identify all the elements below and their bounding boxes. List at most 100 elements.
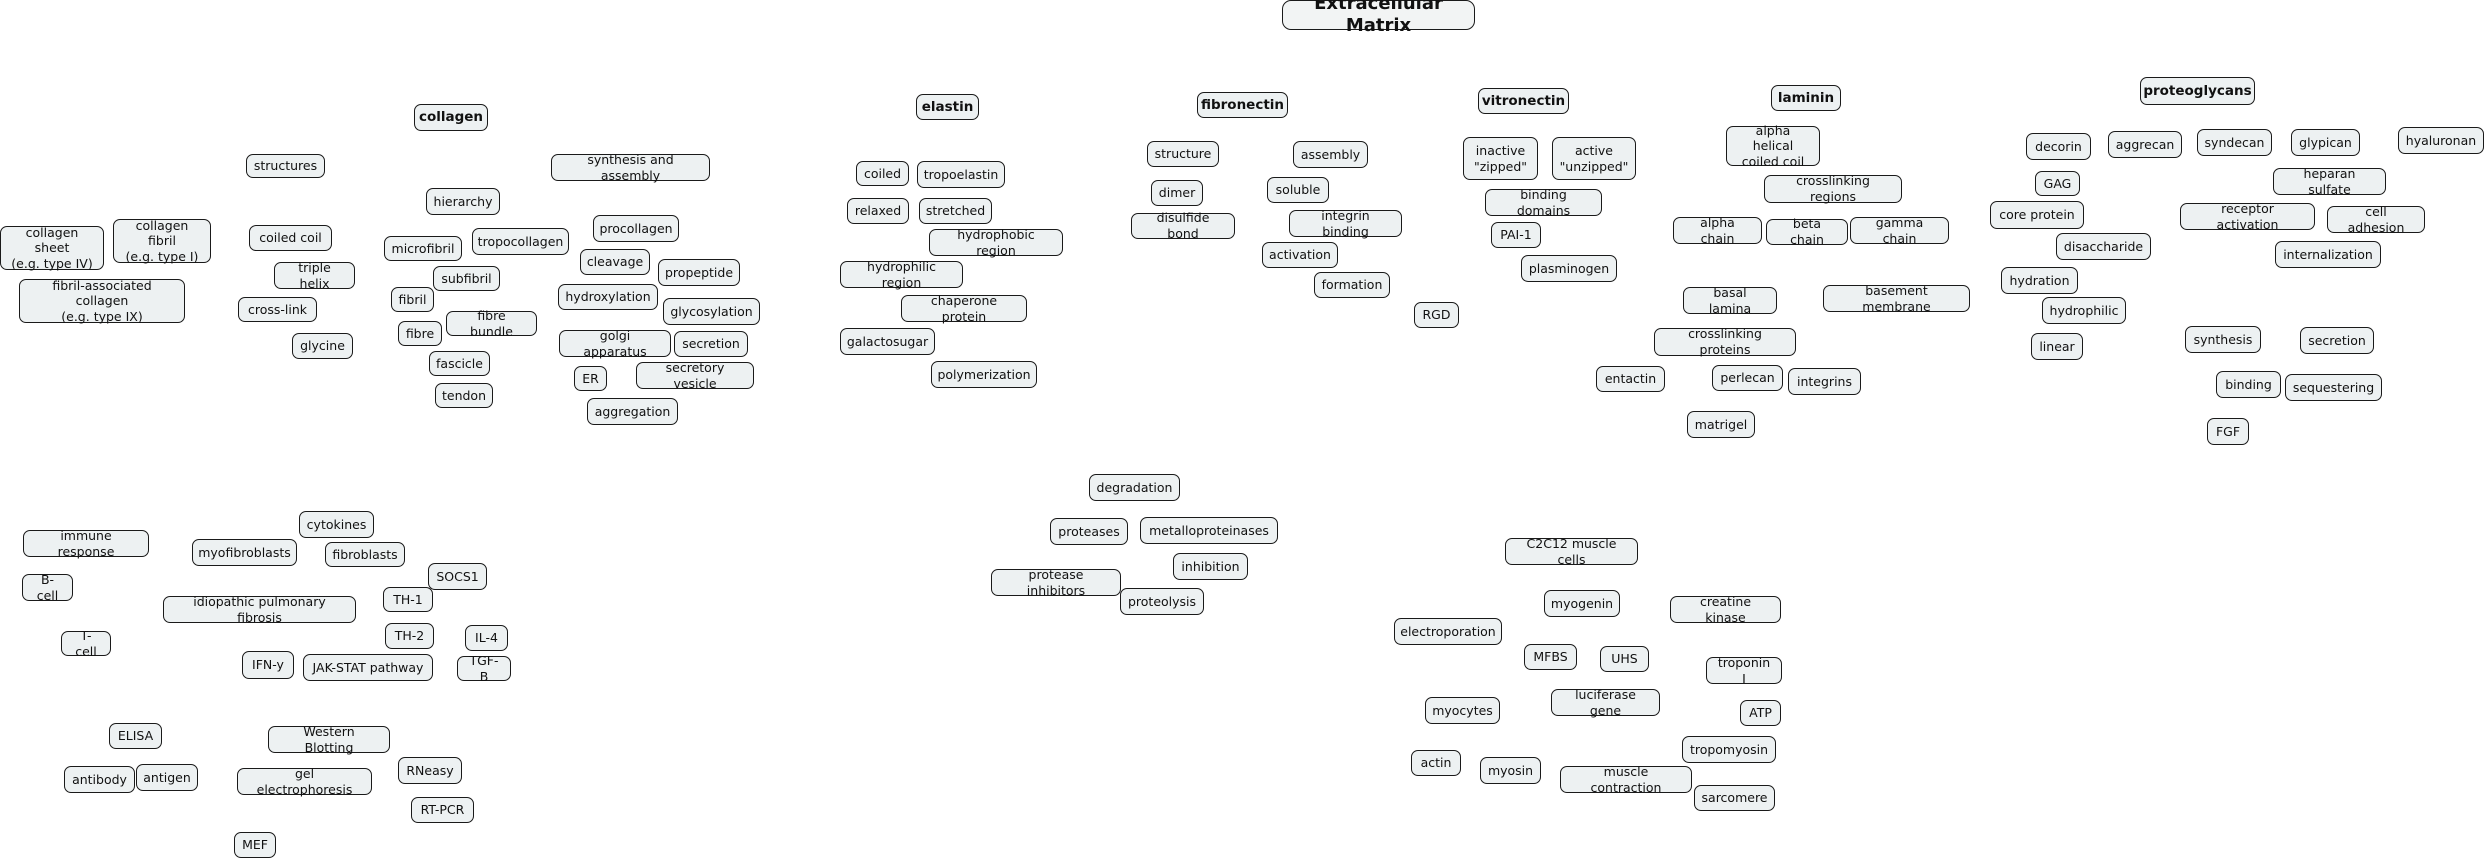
node-rgd[interactable]: RGD (1414, 302, 1459, 328)
node-hydrophilic[interactable]: hydrophilic (2042, 297, 2126, 324)
node-secretion-collagen[interactable]: secretion (674, 331, 748, 357)
node-stretched[interactable]: stretched (919, 198, 992, 224)
node-chaperone-protein[interactable]: chaperone protein (901, 293, 1027, 324)
node-fgf[interactable]: FGF (2207, 418, 2249, 445)
node-entactin[interactable]: entactin (1596, 366, 1665, 392)
node-glycine[interactable]: glycine (292, 333, 353, 359)
node-troponin-i[interactable]: troponin I (1706, 655, 1782, 686)
node-structures[interactable]: structures (246, 154, 325, 178)
node-disaccharide[interactable]: disaccharide (2056, 233, 2151, 260)
node-beta-chain[interactable]: beta chain (1766, 216, 1848, 247)
node-collagen-sheet[interactable]: collagen sheet (e.g. type IV) (0, 225, 104, 271)
node-er[interactable]: ER (574, 366, 607, 391)
node-core-protein[interactable]: core protein (1990, 201, 2084, 229)
node-microfibril[interactable]: microfibril (384, 236, 462, 261)
node-protease-inhibitors[interactable]: protease inhibitors (991, 567, 1121, 598)
node-plasminogen[interactable]: plasminogen (1521, 255, 1617, 282)
node-hierarchy[interactable]: hierarchy (426, 188, 500, 215)
node-gamma-chain[interactable]: gamma chain (1850, 215, 1949, 246)
node-glypican[interactable]: glypican (2291, 129, 2360, 156)
node-synthesis-and-assembly[interactable]: synthesis and assembly (551, 152, 710, 183)
node-integrin-binding[interactable]: integrin binding (1289, 208, 1402, 239)
node-crosslinking-proteins[interactable]: crosslinking proteins (1654, 326, 1796, 357)
node-activation[interactable]: activation (1262, 242, 1338, 268)
node-mef[interactable]: MEF (234, 832, 276, 858)
node-il-4[interactable]: IL-4 (465, 625, 508, 651)
node-integrins[interactable]: integrins (1788, 368, 1861, 395)
node-receptor-activation[interactable]: receptor activation (2180, 201, 2315, 232)
node-idiopathic-pulmonary-fibrosis[interactable]: idiopathic pulmonary fibrosis (163, 594, 356, 625)
node-inhibition[interactable]: inhibition (1173, 553, 1248, 580)
node-uhs[interactable]: UHS (1600, 646, 1649, 672)
node-jak-stat-pathway[interactable]: JAK-STAT pathway (303, 654, 433, 681)
node-cytokines[interactable]: cytokines (299, 511, 374, 538)
node-fibronectin[interactable]: fibronectin (1197, 92, 1288, 118)
node-triple-helix[interactable]: triple helix (274, 260, 355, 291)
node-structure[interactable]: structure (1147, 141, 1219, 167)
node-collagen[interactable]: collagen (414, 104, 488, 131)
node-alpha-helical-coiled-coil[interactable]: alpha helical coiled coil (1726, 123, 1820, 169)
node-vitronectin[interactable]: vitronectin (1478, 88, 1569, 114)
node-electroporation[interactable]: electroporation (1394, 618, 1502, 645)
node-glycosylation[interactable]: glycosylation (663, 298, 760, 325)
node-propeptide[interactable]: propeptide (658, 259, 740, 286)
node-hydroxylation[interactable]: hydroxylation (558, 284, 658, 310)
node-socs1[interactable]: SOCS1 (428, 563, 487, 590)
node-th-2[interactable]: TH-2 (385, 623, 434, 649)
node-gel-electrophoresis[interactable]: gel electrophoresis (237, 766, 372, 797)
node-inactive-zipped[interactable]: inactive "zipped" (1463, 137, 1538, 180)
node-formation[interactable]: formation (1314, 272, 1390, 298)
node-alpha-chain[interactable]: alpha chain (1673, 215, 1762, 246)
node-cleavage[interactable]: cleavage (580, 249, 650, 275)
node-sarcomere[interactable]: sarcomere (1694, 785, 1775, 811)
node-atp[interactable]: ATP (1740, 700, 1781, 726)
node-myogenin[interactable]: myogenin (1544, 590, 1620, 617)
node-hydrophobic-region[interactable]: hydrophobic region (929, 227, 1063, 258)
node-tgf-b[interactable]: TGF-B (457, 653, 511, 684)
node-western-blotting[interactable]: Western Blotting (268, 724, 390, 755)
node-binding-domains[interactable]: binding domains (1485, 187, 1602, 218)
node-mfbs[interactable]: MFBS (1524, 644, 1577, 670)
node-galactosugar[interactable]: galactosugar (840, 328, 935, 355)
node-luciferase-gene[interactable]: luciferase gene (1551, 687, 1660, 718)
node-tropoelastin[interactable]: tropoelastin (917, 161, 1005, 188)
node-collagen-fibril[interactable]: collagen fibril (e.g. type I) (113, 218, 211, 264)
node-procollagen[interactable]: procollagen (593, 215, 679, 242)
node-fibre-bundle[interactable]: fibre bundle (446, 308, 537, 339)
map-title[interactable]: Extracellular Matrix (1282, 0, 1475, 36)
node-crosslinking-regions[interactable]: crosslinking regions (1764, 173, 1902, 204)
node-proteoglycans[interactable]: proteoglycans (2140, 77, 2255, 105)
node-binding[interactable]: binding (2216, 371, 2281, 398)
node-internalization[interactable]: internalization (2275, 241, 2381, 268)
node-antibody[interactable]: antibody (64, 766, 135, 793)
node-aggregation[interactable]: aggregation (587, 398, 678, 425)
node-assembly[interactable]: assembly (1293, 141, 1368, 168)
node-pai-1[interactable]: PAI-1 (1491, 222, 1541, 248)
node-myosin[interactable]: myosin (1480, 757, 1541, 784)
node-degradation[interactable]: degradation (1089, 474, 1180, 501)
node-aggrecan[interactable]: aggrecan (2108, 131, 2182, 158)
node-myocytes[interactable]: myocytes (1425, 697, 1500, 724)
node-relaxed[interactable]: relaxed (847, 198, 909, 224)
node-golgi-apparatus[interactable]: golgi apparatus (559, 328, 671, 359)
node-sequestering[interactable]: sequestering (2285, 374, 2382, 401)
node-disulfide-bond[interactable]: disulfide bond (1131, 210, 1235, 241)
node-proteases[interactable]: proteases (1050, 518, 1128, 545)
node-subfibril[interactable]: subfibril (433, 266, 500, 291)
node-muscle-contraction[interactable]: muscle contraction (1560, 764, 1692, 795)
node-basement-membrane[interactable]: basement membrane (1823, 283, 1970, 314)
node-fibroblasts[interactable]: fibroblasts (325, 542, 405, 567)
node-heparan-sulfate[interactable]: heparan sulfate (2273, 166, 2386, 197)
node-linear[interactable]: linear (2031, 333, 2083, 360)
node-laminin[interactable]: laminin (1771, 85, 1841, 111)
node-perlecan[interactable]: perlecan (1712, 365, 1783, 391)
node-active-unzipped[interactable]: active "unzipped" (1552, 137, 1636, 180)
node-immune-response[interactable]: immune response (23, 528, 149, 559)
node-soluble[interactable]: soluble (1267, 177, 1329, 203)
node-b-cell[interactable]: B-cell (22, 572, 73, 603)
node-myofibroblasts[interactable]: myofibroblasts (192, 539, 297, 566)
node-creatine-kinase[interactable]: creatine kinase (1670, 594, 1781, 625)
node-coiled-coil[interactable]: coiled coil (249, 225, 332, 251)
node-tendon[interactable]: tendon (435, 383, 493, 408)
node-polymerization[interactable]: polymerization (931, 361, 1037, 388)
